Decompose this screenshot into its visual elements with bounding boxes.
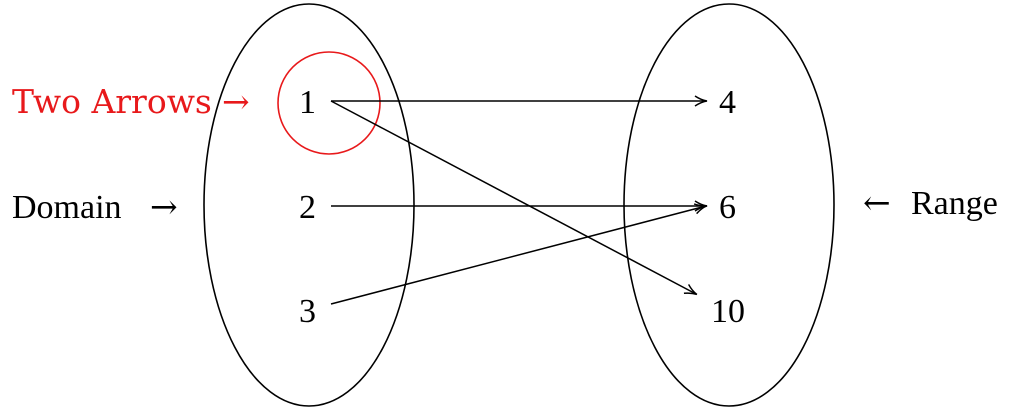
domain-label: Domain xyxy=(12,189,122,226)
mapping-arrows xyxy=(330,95,708,305)
range-element-4: 4 xyxy=(719,84,736,121)
range-element-10: 10 xyxy=(711,293,745,330)
range-element-6: 6 xyxy=(719,189,736,226)
domain-element-1: 1 xyxy=(299,84,316,121)
highlight-circle xyxy=(277,51,381,155)
domain-element-2: 2 xyxy=(299,189,316,226)
mapping-arrow-1-to-10 xyxy=(330,100,698,296)
annotation-label: Two Arrows xyxy=(12,82,212,121)
domain-element-3: 3 xyxy=(299,293,316,330)
range-ellipse xyxy=(623,3,835,407)
range-label: Range xyxy=(911,185,998,222)
domain-ellipse xyxy=(203,3,415,407)
annotation-arrow: → xyxy=(222,82,250,121)
range-arrow: ← xyxy=(863,183,891,222)
mapping-arrow-3-to-6 xyxy=(330,203,708,305)
domain-arrow: → xyxy=(150,187,178,226)
